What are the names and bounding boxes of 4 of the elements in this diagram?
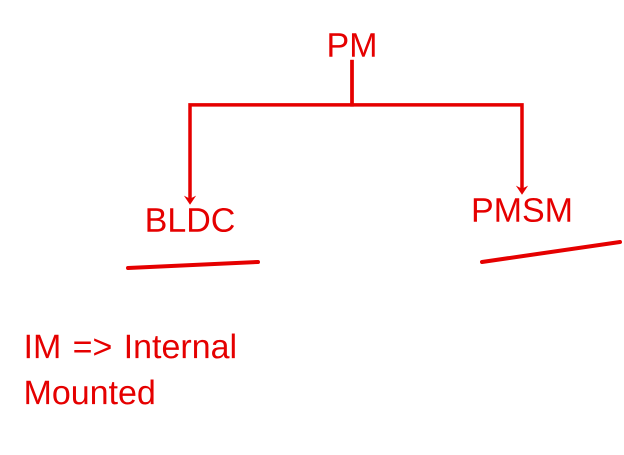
node-label: BLDC <box>147 208 234 232</box>
node-label: PMSM <box>474 198 570 222</box>
node-label: PM <box>329 33 375 57</box>
note: IM => Internal Mounted <box>26 334 235 404</box>
